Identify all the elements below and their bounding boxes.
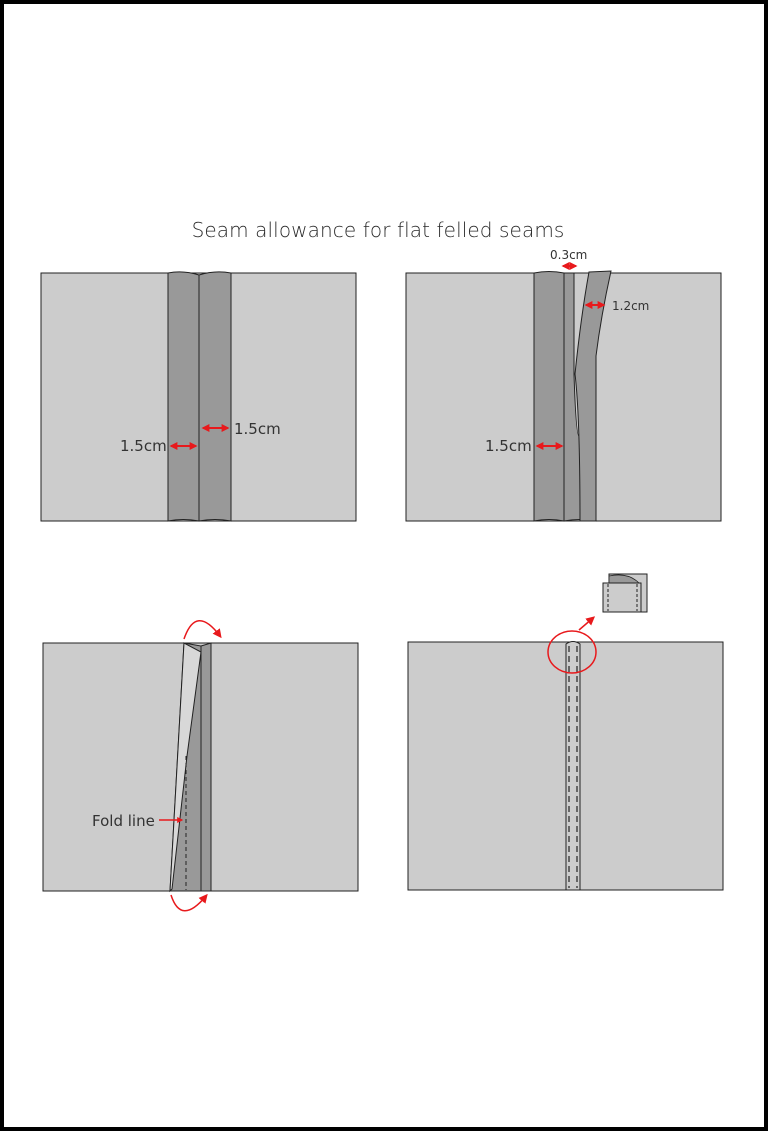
finished-seam: [565, 641, 581, 891]
label-left-allowance: 1.5cm: [485, 437, 532, 455]
label-remaining: 1.2cm: [612, 299, 649, 313]
detail-highlight-circle: [547, 630, 597, 674]
panel-1: 1.5cm 1.5cm: [40, 271, 357, 522]
fold-arrow-top: [183, 620, 222, 640]
label-left-allowance: 1.5cm: [120, 437, 167, 455]
label-trimmed: 0.3cm: [550, 248, 587, 262]
fold-arrow-bottom: [170, 893, 208, 912]
seam-allowance-left: [167, 271, 200, 522]
lifted-allowance: [574, 270, 612, 522]
panel-4: [407, 573, 724, 891]
panel-2: 0.3cm 1.2cm 1.5cm: [405, 248, 722, 522]
label-right-allowance: 1.5cm: [234, 420, 281, 438]
label-fold-line: Fold line: [92, 812, 155, 830]
diagram-page: Seam allowance for flat felled seams: [4, 4, 764, 1127]
seam-allowance-right: [198, 271, 232, 522]
detail-pointer-arrow: [578, 616, 596, 631]
seam-allowance-left: [533, 271, 565, 522]
panel-3: Fold line: [42, 620, 359, 912]
seam-allowance-right: [200, 642, 212, 892]
diagram-title: Seam allowance for flat felled seams: [191, 218, 565, 242]
detail-inset: [602, 573, 648, 613]
